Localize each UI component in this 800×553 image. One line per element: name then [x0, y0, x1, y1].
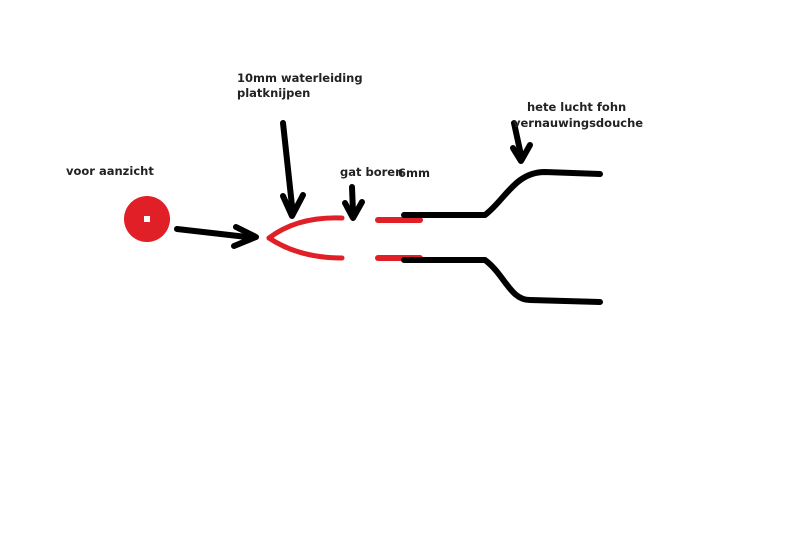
label-hot-air-line1: hete lucht fohn	[527, 100, 627, 114]
arrow-front-to-pipe-head	[231, 224, 259, 249]
nozzle-bottom	[401, 257, 603, 305]
pipe-cross-section	[124, 196, 170, 242]
arrow-flatten	[280, 120, 295, 209]
label-drill-hole: gat boren	[340, 165, 404, 179]
arrows	[174, 120, 533, 249]
pipe-flattened-top	[266, 215, 345, 241]
pipe-cross-section-hole	[144, 216, 150, 222]
label-front-view: voor aanzicht	[66, 164, 154, 178]
arrow-hot-air	[511, 120, 524, 158]
pipe-side-view	[266, 215, 423, 261]
label-water-pipe-line1: 10mm waterleiding	[237, 71, 363, 85]
label-water-pipe-line2: platknijpen	[237, 86, 311, 100]
hot-air-nozzle	[401, 169, 603, 305]
arrow-hot-air-head	[510, 142, 533, 164]
nozzle-top	[401, 169, 603, 218]
label-drill-size: 6mm	[398, 166, 430, 180]
pipe-flattened-bottom	[266, 235, 345, 261]
arrow-flatten-head	[280, 192, 306, 219]
arrow-drill-head	[342, 199, 365, 221]
arrow-front-to-pipe	[174, 226, 250, 240]
arrow-drill	[349, 184, 356, 215]
label-hot-air-line2: vernauwingsdouche	[513, 116, 644, 130]
